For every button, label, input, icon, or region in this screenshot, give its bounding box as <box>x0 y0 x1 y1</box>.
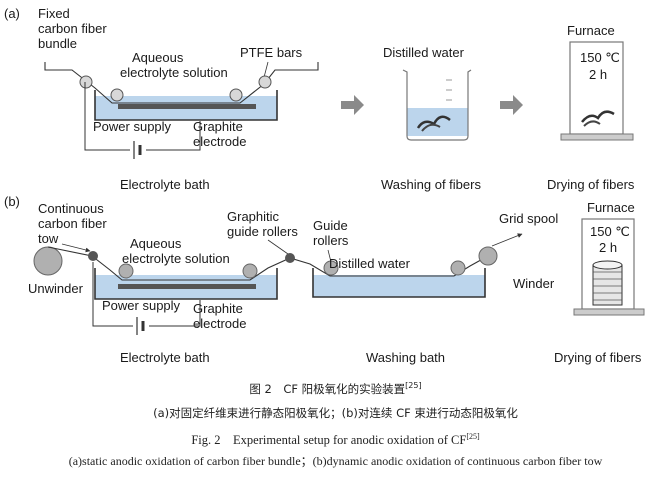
distilled-water-liquid <box>313 275 485 297</box>
caption-en-title: Fig. 2 Experimental setup for anodic oxi… <box>0 429 671 448</box>
graphite-label-2: electrode <box>193 134 246 149</box>
ptfe-bar-4 <box>258 75 272 89</box>
distilled-water-label-a: Distilled water <box>383 45 465 60</box>
graphitic-label-1: Graphitic <box>227 209 280 224</box>
graphitic-roller-1 <box>88 251 98 261</box>
arrow-right-icon <box>341 95 364 115</box>
roller-b-2 <box>242 263 258 279</box>
graphitic-roller-2 <box>285 253 295 263</box>
furnace-title-b: Furnace <box>587 200 635 215</box>
step-b-drying: Drying of fibers <box>554 350 642 365</box>
graphite-electrode-bar-b <box>118 284 256 289</box>
electrolyte-tank-a <box>94 90 278 121</box>
fixed-fiber-label-3: bundle <box>38 36 77 51</box>
caption-en-title-text: Fig. 2 Experimental setup for anodic oxi… <box>191 433 467 447</box>
guide-leader-line <box>327 249 332 263</box>
electrolyte-label-1: Aqueous <box>132 50 184 65</box>
roller-b-1 <box>118 263 134 279</box>
graphitic-label-2: guide rollers <box>227 224 298 239</box>
furnace-time-a: 2 h <box>589 67 607 82</box>
tow-direction-arrow <box>61 243 91 253</box>
graphite-label-b-1: Graphite <box>193 301 243 316</box>
tow-label-3: tow <box>38 231 59 246</box>
electrolyte-tank-b <box>94 268 278 300</box>
guide-roller-2 <box>450 260 466 276</box>
caption-en-ref: [25] <box>466 431 480 441</box>
tank-outline <box>94 90 278 121</box>
fixed-fiber-label-1: Fixed <box>38 6 70 21</box>
furnace-temp-b: 150 ℃ <box>590 224 630 239</box>
guide-label-2: rollers <box>313 233 349 248</box>
tank-outline-b <box>94 268 278 300</box>
furnace-time-b: 2 h <box>599 240 617 255</box>
spool-direction-arrow <box>491 233 523 247</box>
winder-label: Winder <box>513 276 555 291</box>
furnace-temp-a: 150 ℃ <box>580 50 620 65</box>
furnace-title-a: Furnace <box>567 23 615 38</box>
caption-en-sub: (a)static anodic oxidation of carbon fib… <box>68 454 603 468</box>
step-a-electrolyte-bath: Electrolyte bath <box>120 177 210 192</box>
guide-label-1: Guide <box>313 218 348 233</box>
electrolyte-label-b-1: Aqueous <box>130 236 182 251</box>
step-b-electrolyte-bath: Electrolyte bath <box>120 350 210 365</box>
washing-bath <box>312 268 486 298</box>
tow-label-1: Continuous <box>38 201 104 216</box>
tow-label-2: carbon fiber <box>38 216 107 231</box>
winder-reel <box>478 246 498 266</box>
caption-zh-ref: [25] <box>405 381 422 391</box>
electrolyte-label-2: electrolyte solution <box>120 65 228 80</box>
panel-b: (b) Continuous carbon fiber tow Unwinder… <box>4 194 645 365</box>
unwinder-reel <box>33 246 63 276</box>
ptfe-bar-1 <box>79 75 93 89</box>
caption-zh-title-text: 图 2 CF 阳极氧化的实验装置 <box>249 382 406 396</box>
ptfe-bar-3 <box>229 88 243 102</box>
beaker-icon <box>402 69 472 141</box>
graphite-label-1: Graphite <box>193 119 243 134</box>
panel-b-tag: (b) <box>4 194 20 209</box>
graphitic-leader-line <box>267 239 289 255</box>
anodic-oxidation-diagram: (a) Fixed carbon fiber bundle Aqueous el… <box>4 6 645 365</box>
furnace-icon <box>560 41 634 141</box>
grid-spool-label: Grid spool <box>499 211 558 226</box>
graphite-electrode-bar <box>118 104 256 109</box>
step-a-washing: Washing of fibers <box>381 177 481 192</box>
arrow-right-icon <box>500 95 523 115</box>
caption-zh-title: 图 2 CF 阳极氧化的实验装置[25] <box>0 381 671 397</box>
fiber-bundle-path <box>44 62 319 104</box>
power-supply-label-b: Power supply <box>102 298 181 313</box>
battery-icon <box>133 141 142 159</box>
electrolyte-label-b-2: electrolyte solution <box>122 251 230 266</box>
ptfe-label: PTFE bars <box>240 45 303 60</box>
graphite-label-b-2: electrode <box>193 316 246 331</box>
fixed-fiber-label-2: carbon fiber <box>38 21 107 36</box>
battery-icon <box>136 317 145 335</box>
distilled-water-label-b: Distilled water <box>329 256 411 271</box>
grid-spool-icon <box>592 260 623 306</box>
caption-zh-sub: (a)对固定纤维束进行静态阳极氧化；(b)对连续 CF 束进行动态阳极氧化 <box>153 406 518 420</box>
step-b-washing-bath: Washing bath <box>366 350 445 365</box>
circuit-wire <box>84 82 201 151</box>
step-a-drying: Drying of fibers <box>547 177 635 192</box>
circuit-wire-b <box>92 262 201 327</box>
panel-a-tag: (a) <box>4 6 20 21</box>
washing-bath-outline <box>312 268 486 298</box>
unwinder-label: Unwinder <box>28 281 84 296</box>
ptfe-bar-2 <box>110 88 124 102</box>
power-supply-label: Power supply <box>93 119 172 134</box>
panel-a: (a) Fixed carbon fiber bundle Aqueous el… <box>4 6 635 192</box>
guide-roller-1 <box>323 260 339 276</box>
